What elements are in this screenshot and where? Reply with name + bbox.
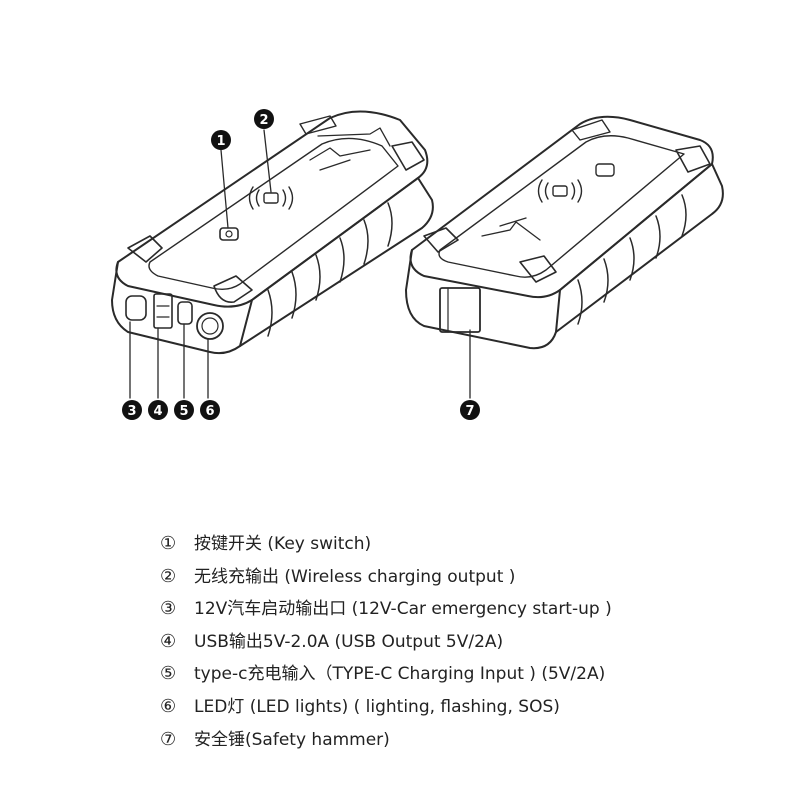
callout-3: 3	[122, 400, 142, 420]
car-port	[125, 295, 147, 321]
callout-6: 6	[200, 400, 220, 420]
callout-7: 7	[460, 400, 480, 420]
svg-text:5: 5	[179, 404, 188, 419]
legend-number: ①	[160, 533, 177, 554]
device-back-view	[405, 115, 724, 350]
legend-item-usb-output: ④ USB输出5V-2.0A (USB Output 5V/2A)	[160, 626, 780, 659]
svg-text:4: 4	[153, 404, 162, 419]
device-front-view	[111, 110, 434, 355]
device-top-face-back	[409, 115, 714, 299]
legend-number: ②	[160, 565, 177, 587]
legend-text: 安全锤(Safety hammer)	[194, 729, 390, 750]
callout-4: 4	[148, 400, 168, 420]
led-light	[196, 312, 224, 340]
key-switch	[219, 227, 239, 241]
legend-text: type-c充电输入（TYPE-C Charging Input ) (5V/2…	[194, 664, 606, 685]
callout-1: 1	[211, 130, 231, 150]
wireless-charge-icon-back	[537, 179, 583, 203]
legend-text: USB输出5V-2.0A (USB Output 5V/2A)	[194, 631, 504, 652]
legend-number: ④	[160, 630, 177, 652]
svg-text:2: 2	[259, 113, 268, 128]
legend-item-type-c-input: ⑤ type-c充电输入（TYPE-C Charging Input ) (5V/…	[160, 658, 780, 691]
legend-text: 12V汽车启动输出口 (12V-Car emergency start-up )	[194, 599, 612, 620]
usb-ports	[153, 293, 173, 329]
legend-number: ⑥	[160, 695, 177, 717]
legend-item-safety-hammer: ⑦ 安全锤(Safety hammer)	[160, 724, 780, 757]
legend-number: ⑦	[160, 728, 177, 750]
legend-list: ① 按键开关 (Key switch) ② 无线充输出 (Wireless char…	[160, 528, 780, 756]
legend-text: LED灯 (LED lights) ( lighting, flashing, …	[194, 696, 560, 717]
type-c-port	[177, 301, 193, 325]
product-diagram: 1 2 3 4 5 6 7	[111, 109, 724, 420]
svg-text:6: 6	[205, 404, 214, 419]
callout-5: 5	[174, 400, 194, 420]
svg-text:7: 7	[465, 404, 474, 419]
legend-text: 按键开关 (Key switch)	[194, 534, 372, 554]
svg-text:3: 3	[127, 404, 136, 419]
safety-hammer	[439, 287, 481, 333]
legend-text: 无线充输出 (Wireless charging output )	[194, 566, 516, 587]
wireless-charge-icon	[248, 186, 294, 210]
legend-item-led-lights: ⑥ LED灯 (LED lights) ( lighting, flashing,…	[160, 691, 780, 724]
callout-2: 2	[254, 109, 274, 129]
legend-number: ③	[160, 598, 177, 620]
svg-text:1: 1	[216, 134, 225, 149]
legend-item-key-switch: ① 按键开关 (Key switch)	[160, 528, 780, 561]
legend-item-wireless-charging: ② 无线充输出 (Wireless charging output )	[160, 561, 780, 594]
legend-number: ⑤	[160, 663, 177, 685]
legend-item-car-start: ③ 12V汽车启动输出口 (12V-Car emergency start-up …	[160, 593, 780, 626]
